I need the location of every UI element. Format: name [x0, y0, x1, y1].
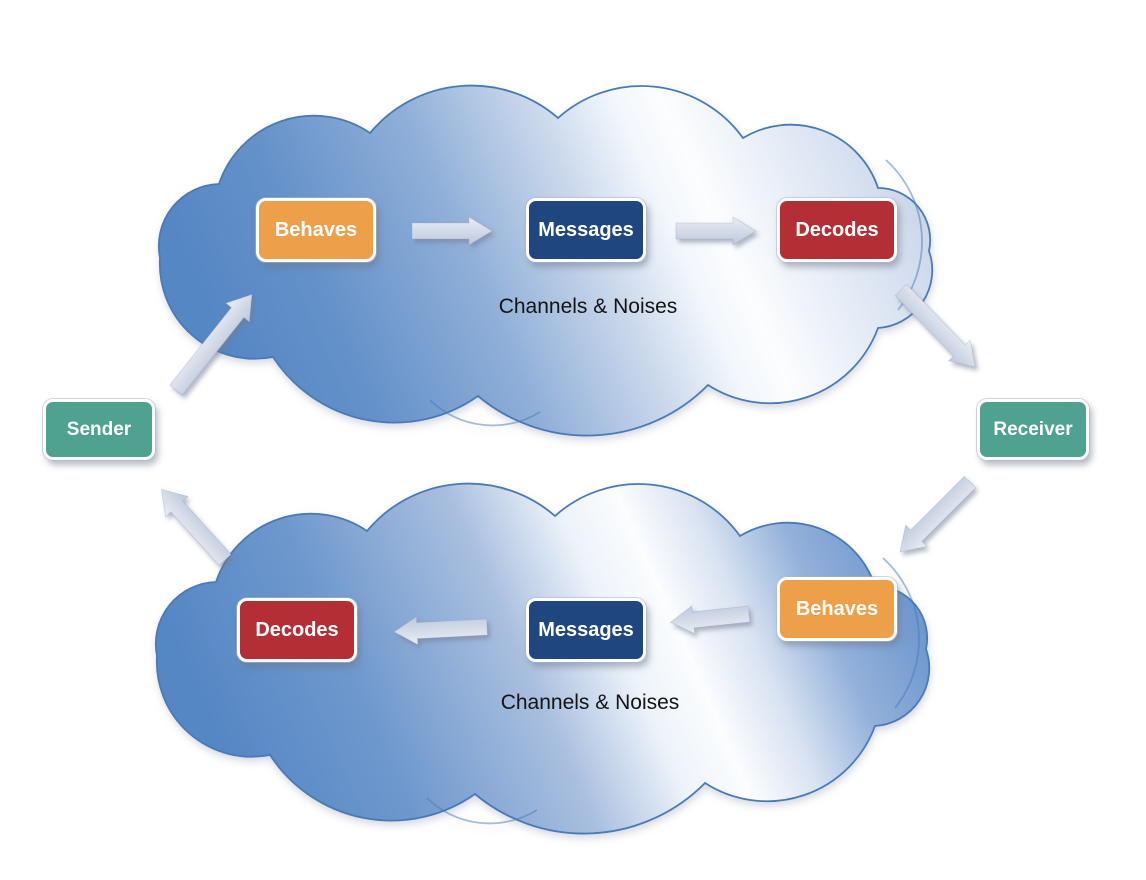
arrow-channel-to-receiver	[894, 283, 976, 368]
top-behaves-box: Behaves	[256, 198, 376, 262]
arrow-behaves-to-messages-bottom	[669, 605, 751, 635]
arrow-channel-to-sender	[160, 488, 232, 566]
bottom-messages-box: Messages	[526, 598, 646, 662]
arrow-receiver-to-channel	[899, 475, 977, 553]
channels-noises-label-bottom: Channels & Noises	[500, 691, 680, 714]
bottom-behaves-box: Behaves	[777, 577, 897, 641]
arrow-behaves-to-messages-top	[411, 216, 493, 246]
top-decodes-box: Decodes	[777, 198, 897, 262]
top-messages-box: Messages	[526, 198, 646, 262]
arrow-sender-to-channel	[169, 293, 253, 396]
arrow-messages-to-decodes-bottom	[393, 615, 488, 646]
arrow-messages-to-decodes-top	[675, 216, 757, 246]
bottom-decodes-box: Decodes	[237, 598, 357, 662]
channels-noises-label-top: Channels & Noises	[498, 295, 678, 318]
sender-box: Sender	[43, 399, 155, 460]
receiver-box: Receiver	[977, 399, 1089, 460]
